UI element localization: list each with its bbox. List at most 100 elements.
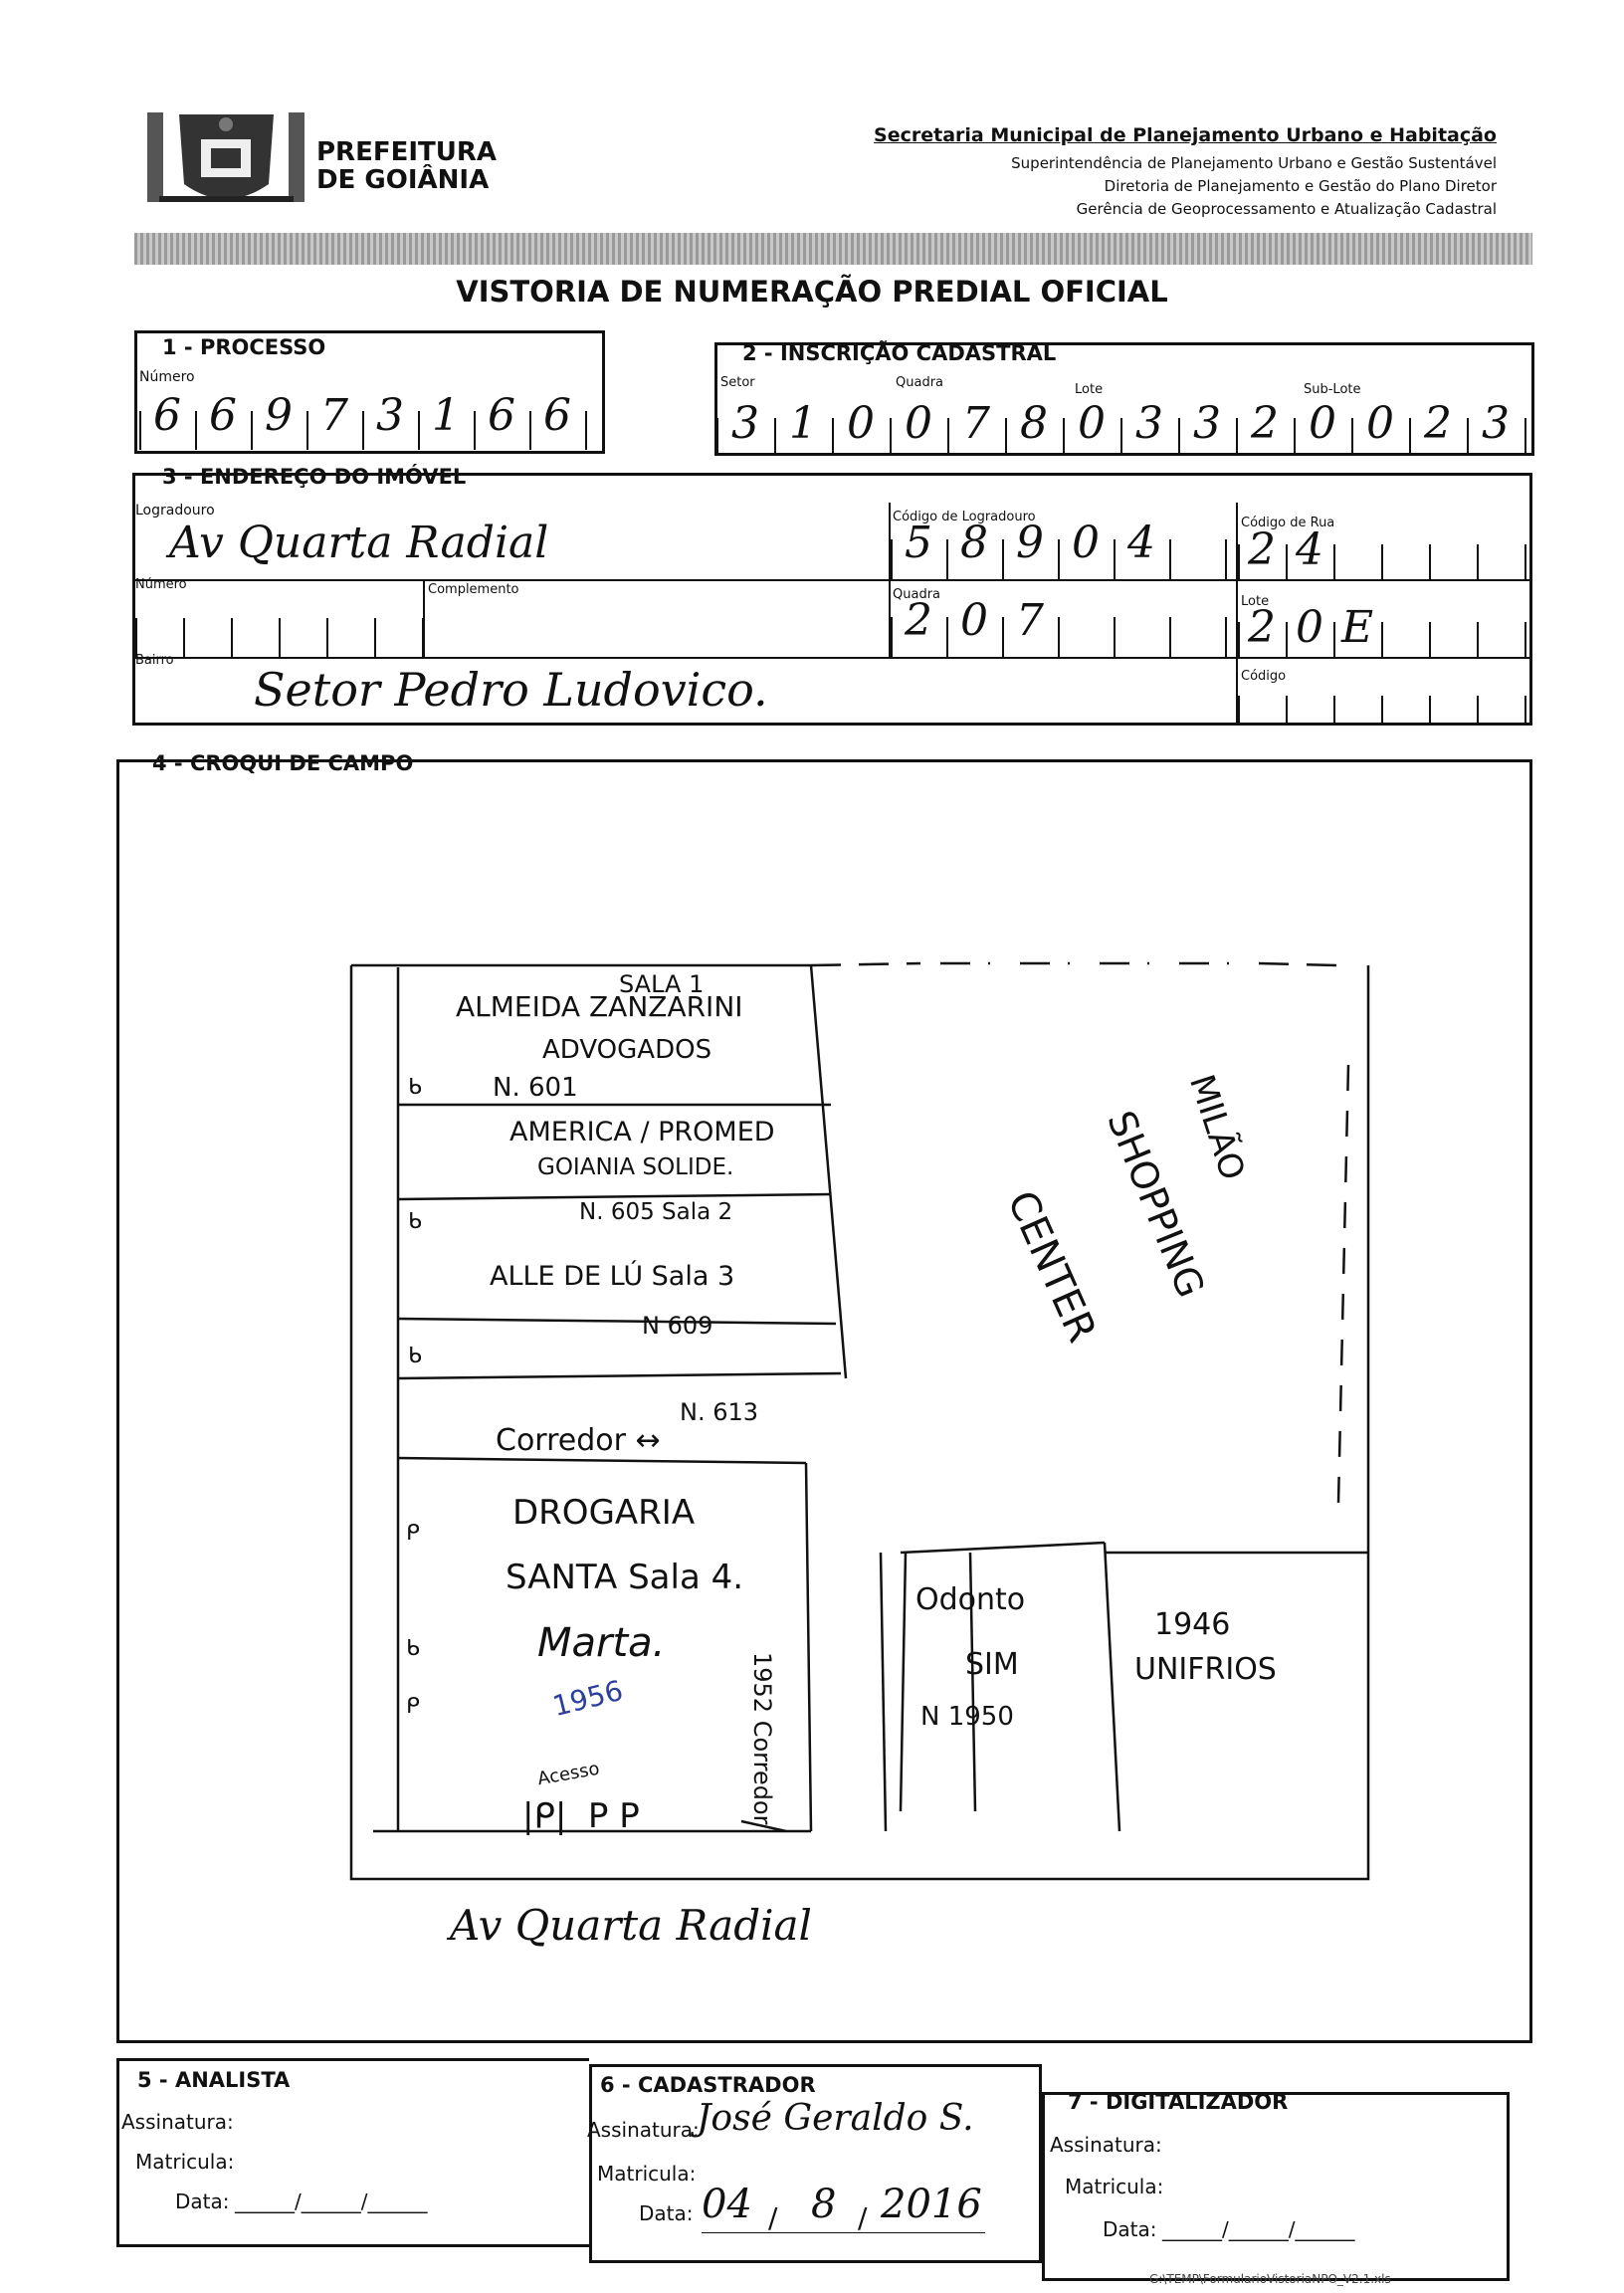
inscricao-digit: 0 <box>1078 398 1106 449</box>
cadastrador-data-sep1: / <box>768 2201 778 2234</box>
processo-digit: 6 <box>543 390 571 441</box>
inscricao-setor-label: Setor <box>720 375 755 390</box>
quadra-separator <box>946 616 948 657</box>
quadra-separator <box>1114 616 1116 657</box>
corredor-number: N. 613 <box>680 1398 759 1426</box>
unit-601-line3: ADVOGADOS <box>542 1035 712 1065</box>
inscricao-digit: 0 <box>1366 398 1394 449</box>
lote-separator <box>1381 621 1383 658</box>
lote-separator <box>1333 621 1335 658</box>
unit-609-line2: N 609 <box>642 1312 713 1340</box>
inscricao-digit: 0 <box>905 398 932 449</box>
unit-609-line1: ALLE DE LÚ Sala 3 <box>490 1261 735 1292</box>
inscricao-digit: 2 <box>1424 398 1452 449</box>
logo-text-line2: DE GOIÂNIA <box>316 165 490 195</box>
digitalizador-section <box>1042 2092 1510 2281</box>
cadastrador-signature: José Geraldo S. <box>697 2098 974 2139</box>
codigo-logradouro-separator <box>891 538 893 579</box>
numero-separator <box>183 618 185 657</box>
endereco-row-divider-2 <box>132 657 1532 659</box>
cadastrador-matricula-label: Matricula: <box>597 2162 697 2186</box>
form-title: VISTORIA DE NUMERAÇÃO PREDIAL OFICIAL <box>456 275 1168 309</box>
unit-605-line3: N. 605 Sala 2 <box>579 1199 733 1225</box>
drogaria-line1: DROGARIA <box>512 1493 696 1533</box>
croqui-title: 4 - CROQUI DE CAMPO <box>152 751 414 775</box>
inscricao-separator <box>1120 417 1122 454</box>
quadra-separator <box>1058 616 1060 657</box>
inscricao-digit: 3 <box>1193 398 1221 449</box>
codigo-logradouro-digit: 9 <box>1016 518 1044 568</box>
codigo-rua-separator <box>1524 543 1526 580</box>
inscricao-sublote-label: Sub-Lote <box>1304 382 1361 397</box>
quadra-separator <box>1169 616 1171 657</box>
numero-separator <box>422 618 424 657</box>
quadra-separator <box>1225 616 1227 657</box>
odonto-line2: SIM <box>965 1647 1019 1682</box>
processo-section <box>134 330 605 454</box>
footer-file-path: G:\TEMP\FormularioVistoriaNPO_V2.1.xls <box>1149 2272 1391 2286</box>
cadastrador-date-underline <box>702 2232 985 2233</box>
unifrios-number: 1946 <box>1154 1607 1231 1642</box>
bairro-label: Bairro <box>135 653 174 668</box>
inscricao-separator <box>1467 417 1469 454</box>
codigo-logradouro-separator <box>946 538 948 579</box>
street-label: Av Quarta Radial <box>450 1901 812 1950</box>
analista-matricula-label: Matricula: <box>135 2150 235 2174</box>
numero-separator <box>231 618 233 657</box>
processo-separator <box>139 411 141 450</box>
unit-605-line1: AMERICA / PROMED <box>509 1117 775 1147</box>
inscricao-digit: 3 <box>731 398 759 449</box>
lote-digit: E <box>1340 602 1374 653</box>
analista-data-blank: ______/______/______ <box>235 2189 428 2213</box>
lote-separator <box>1477 621 1479 658</box>
digitalizador-assinatura-label: Assinatura: <box>1050 2133 1162 2157</box>
inscricao-digit: 1 <box>789 398 817 449</box>
sketch-lines <box>349 961 1370 1881</box>
inscricao-separator <box>1294 417 1296 454</box>
inscricao-separator <box>774 417 776 454</box>
header-band <box>134 233 1532 265</box>
cadastrador-data-label: Data: <box>639 2201 694 2225</box>
codigo-rua-separator <box>1381 543 1383 580</box>
digitalizador-data-label: Data: <box>1103 2217 1157 2241</box>
codigo-logradouro-separator <box>1114 538 1116 579</box>
lote-digit: 0 <box>1296 602 1323 653</box>
cadastrador-section <box>589 2064 1042 2263</box>
drogaria-line3: Marta. <box>537 1620 666 1666</box>
prefeitura-logo <box>139 104 313 214</box>
processo-digit: 6 <box>153 390 181 441</box>
complemento-label: Complemento <box>428 582 519 597</box>
analista-section <box>116 2058 589 2247</box>
inscricao-separator <box>1236 417 1238 454</box>
croqui-sketch <box>343 955 1378 1891</box>
codigo-logradouro-label: Código de Logradouro <box>893 510 1036 524</box>
codigo-separator <box>1429 696 1431 725</box>
cadastrador-assinatura-label: Assinatura: <box>587 2118 700 2142</box>
unit-601-line4: N. 601 <box>493 1073 578 1103</box>
numero-separator <box>135 618 137 657</box>
codigo-rua-separator <box>1286 543 1288 580</box>
superintendencia: Superintendência de Planejamento Urbano … <box>1011 154 1497 172</box>
unit-601-line1: SALA 1 <box>619 970 705 998</box>
odonto-line1: Odonto <box>915 1582 1026 1617</box>
bairro-value: Setor Pedro Ludovico. <box>254 663 768 717</box>
processo-separator <box>251 411 253 450</box>
codigo-logradouro-digit: 8 <box>960 518 988 568</box>
inscricao-digit: 3 <box>1135 398 1163 449</box>
entrance-marks-lower: ᑭ ᑲ ᑭ <box>406 1521 420 1719</box>
codigo-logradouro-digit: 0 <box>1072 518 1100 568</box>
analista-assinatura-label: Assinatura: <box>121 2110 234 2134</box>
digitalizador-data-blank: ______/______/______ <box>1162 2217 1355 2241</box>
corredor-1952: 1952 Corredor <box>748 1652 776 1825</box>
codigo-rua-digit: 2 <box>1248 524 1276 575</box>
inscricao-separator <box>1524 417 1526 454</box>
endereco-row-divider-1 <box>132 579 1532 581</box>
croqui-section <box>116 759 1532 2043</box>
codigo-rua-separator <box>1429 543 1431 580</box>
acesso-door: |ᑭ| P P <box>522 1796 640 1836</box>
inscricao-separator <box>1063 417 1065 454</box>
processo-separator <box>585 411 587 450</box>
logo-text-line1: PREFEITURA <box>316 137 498 167</box>
endereco-title: 3 - ENDEREÇO DO IMÓVEL <box>162 465 467 489</box>
lote-separator <box>1238 621 1240 658</box>
